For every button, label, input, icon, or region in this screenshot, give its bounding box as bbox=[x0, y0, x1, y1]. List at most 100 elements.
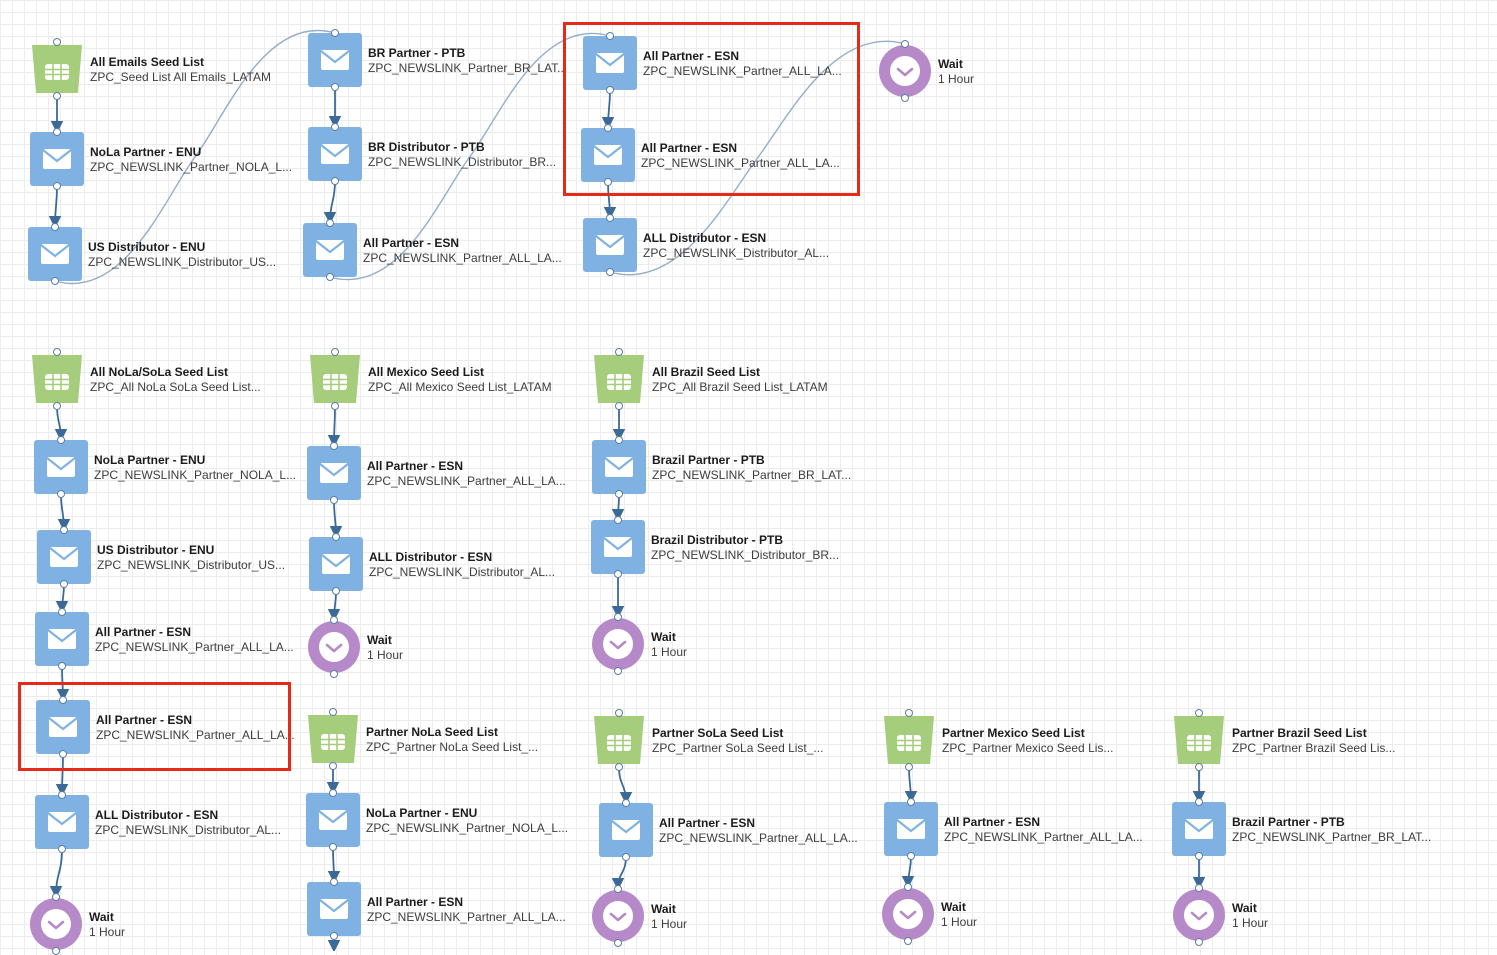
output-port[interactable] bbox=[615, 490, 623, 498]
input-port[interactable] bbox=[901, 40, 909, 48]
output-port[interactable] bbox=[330, 496, 338, 504]
output-port[interactable] bbox=[331, 177, 339, 185]
output-port[interactable] bbox=[615, 402, 623, 410]
input-port[interactable] bbox=[606, 32, 614, 40]
output-port[interactable] bbox=[331, 402, 339, 410]
input-port[interactable] bbox=[332, 533, 340, 541]
output-port[interactable] bbox=[60, 580, 68, 588]
output-port[interactable] bbox=[53, 402, 61, 410]
output-port[interactable] bbox=[606, 268, 614, 276]
output-port[interactable] bbox=[52, 947, 60, 955]
input-port[interactable] bbox=[51, 223, 59, 231]
output-port[interactable] bbox=[901, 94, 909, 102]
input-port[interactable] bbox=[1195, 709, 1203, 717]
input-port[interactable] bbox=[330, 878, 338, 886]
input-port[interactable] bbox=[606, 214, 614, 222]
input-port[interactable] bbox=[60, 526, 68, 534]
output-port[interactable] bbox=[332, 587, 340, 595]
output-port[interactable] bbox=[53, 182, 61, 190]
input-port[interactable] bbox=[604, 124, 612, 132]
output-port[interactable] bbox=[907, 852, 915, 860]
input-port[interactable] bbox=[59, 696, 67, 704]
output-port[interactable] bbox=[57, 490, 65, 498]
output-port[interactable] bbox=[1195, 763, 1203, 771]
input-port[interactable] bbox=[905, 709, 913, 717]
input-port[interactable] bbox=[53, 38, 61, 46]
output-port[interactable] bbox=[1195, 852, 1203, 860]
input-port[interactable] bbox=[53, 348, 61, 356]
input-port[interactable] bbox=[622, 799, 630, 807]
input-port[interactable] bbox=[53, 128, 61, 136]
input-port[interactable] bbox=[1195, 884, 1203, 892]
input-port[interactable] bbox=[331, 29, 339, 37]
input-port[interactable] bbox=[58, 608, 66, 616]
input-port[interactable] bbox=[57, 436, 65, 444]
output-port[interactable] bbox=[329, 843, 337, 851]
output-port[interactable] bbox=[1195, 938, 1203, 946]
output-port[interactable] bbox=[58, 845, 66, 853]
input-port[interactable] bbox=[326, 219, 334, 227]
output-port[interactable] bbox=[905, 763, 913, 771]
input-port[interactable] bbox=[330, 616, 338, 624]
output-port[interactable] bbox=[614, 939, 622, 947]
input-port[interactable] bbox=[331, 123, 339, 131]
output-port[interactable] bbox=[59, 750, 67, 758]
output-port[interactable] bbox=[51, 277, 59, 285]
output-port[interactable] bbox=[330, 670, 338, 678]
output-port[interactable] bbox=[606, 86, 614, 94]
output-port[interactable] bbox=[53, 92, 61, 100]
input-port[interactable] bbox=[614, 613, 622, 621]
input-port[interactable] bbox=[615, 436, 623, 444]
input-port[interactable] bbox=[615, 709, 623, 717]
output-port[interactable] bbox=[615, 763, 623, 771]
input-port[interactable] bbox=[52, 893, 60, 901]
output-port[interactable] bbox=[331, 83, 339, 91]
input-port[interactable] bbox=[1195, 798, 1203, 806]
output-port[interactable] bbox=[330, 932, 338, 940]
input-port[interactable] bbox=[329, 708, 337, 716]
input-port[interactable] bbox=[614, 885, 622, 893]
output-port[interactable] bbox=[58, 662, 66, 670]
output-port[interactable] bbox=[604, 178, 612, 186]
output-port[interactable] bbox=[614, 570, 622, 578]
output-port[interactable] bbox=[614, 667, 622, 675]
input-port[interactable] bbox=[904, 883, 912, 891]
input-port[interactable] bbox=[329, 789, 337, 797]
input-port[interactable] bbox=[615, 348, 623, 356]
input-port[interactable] bbox=[331, 348, 339, 356]
output-port[interactable] bbox=[622, 853, 630, 861]
